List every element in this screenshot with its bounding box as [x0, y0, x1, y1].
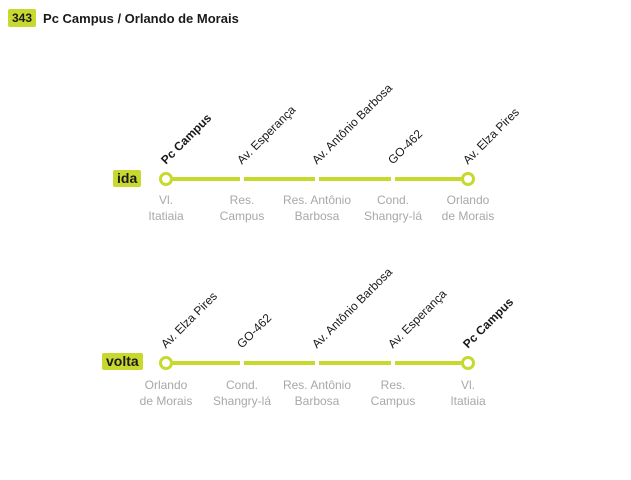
- route-number-badge: 343: [8, 9, 37, 27]
- volta-stop-name-line1: Vl.: [460, 378, 475, 392]
- ida-stop-name-line2: Barbosa: [294, 209, 340, 223]
- volta-terminal-marker: [461, 356, 475, 370]
- ida-route-segment: [395, 177, 462, 181]
- volta-street-label: Pc Campus: [460, 294, 517, 351]
- volta-stop-name-line2: Campus: [370, 394, 416, 408]
- ida-stop-name: Cond. Shangry-lá: [351, 192, 435, 224]
- volta-stop-name-line2: Itatiaia: [450, 394, 486, 408]
- volta-stop-name-line1: Res. Antônio: [282, 378, 352, 392]
- volta-stop-name-line2: Barbosa: [294, 394, 340, 408]
- ida-route-segment: [244, 177, 315, 181]
- volta-terminal-marker: [159, 356, 173, 370]
- ida-street-label: Av. Elza Pires: [460, 105, 523, 167]
- ida-stop-name-line1: Res. Antônio: [282, 193, 352, 207]
- ida-stop-name: Vl. Itatiaia: [124, 192, 208, 224]
- ida-stop-name-line1: Cond.: [376, 193, 410, 207]
- volta-stop-name: Orlando de Morais: [124, 377, 208, 409]
- ida-route-segment: [172, 177, 240, 181]
- route-title: Pc Campus / Orlando de Morais: [43, 10, 239, 26]
- ida-route-segment: [319, 177, 391, 181]
- volta-stop-name-line2: Shangry-lá: [212, 394, 272, 408]
- route-header: 343 Pc Campus / Orlando de Morais: [8, 8, 239, 28]
- volta-stop-name-line1: Cond.: [225, 378, 259, 392]
- ida-stop-name: Orlando de Morais: [426, 192, 510, 224]
- volta-direction-label: volta: [102, 353, 143, 370]
- volta-route-segment: [172, 361, 240, 365]
- volta-route-segment: [319, 361, 391, 365]
- ida-terminal-marker: [461, 172, 475, 186]
- volta-stop-name: Cond. Shangry-lá: [200, 377, 284, 409]
- volta-route-segment: [244, 361, 315, 365]
- ida-stop-name-line1: Orlando: [446, 193, 490, 207]
- ida-stop-name-line1: Res.: [229, 193, 255, 207]
- volta-stop-name-line1: Res.: [380, 378, 406, 392]
- volta-section: volta Av. Elza Pires GO-462 Av. Antônio Ba…: [0, 255, 631, 455]
- ida-stop-name-line2: Shangry-lá: [363, 209, 423, 223]
- ida-stop-name: Res. Campus: [200, 192, 284, 224]
- ida-stop-name-line2: Campus: [219, 209, 265, 223]
- ida-stop-name-line1: Vl.: [158, 193, 173, 207]
- volta-street-label: Av. Antônio Barbosa: [309, 264, 396, 351]
- volta-street-label: Av. Esperança: [385, 286, 450, 351]
- ida-street-label: GO-462: [385, 126, 426, 167]
- volta-stop-name: Res. Campus: [351, 377, 435, 409]
- volta-stop-name-line1: Orlando: [144, 378, 188, 392]
- ida-street-label: Av. Antônio Barbosa: [309, 80, 396, 167]
- ida-direction-label: ida: [113, 170, 142, 187]
- ida-street-label: Av. Esperança: [234, 102, 299, 167]
- ida-street-label: Pc Campus: [158, 110, 215, 167]
- ida-terminal-marker: [159, 172, 173, 186]
- volta-route-segment: [395, 361, 462, 365]
- ida-stop-name-line2: Itatiaia: [148, 209, 184, 223]
- volta-street-label: Av. Elza Pires: [158, 289, 221, 351]
- ida-stop-name-line2: de Morais: [441, 209, 495, 223]
- volta-street-label: GO-462: [234, 310, 275, 351]
- volta-stop-name: Vl. Itatiaia: [426, 377, 510, 409]
- volta-stop-name-line2: de Morais: [139, 394, 193, 408]
